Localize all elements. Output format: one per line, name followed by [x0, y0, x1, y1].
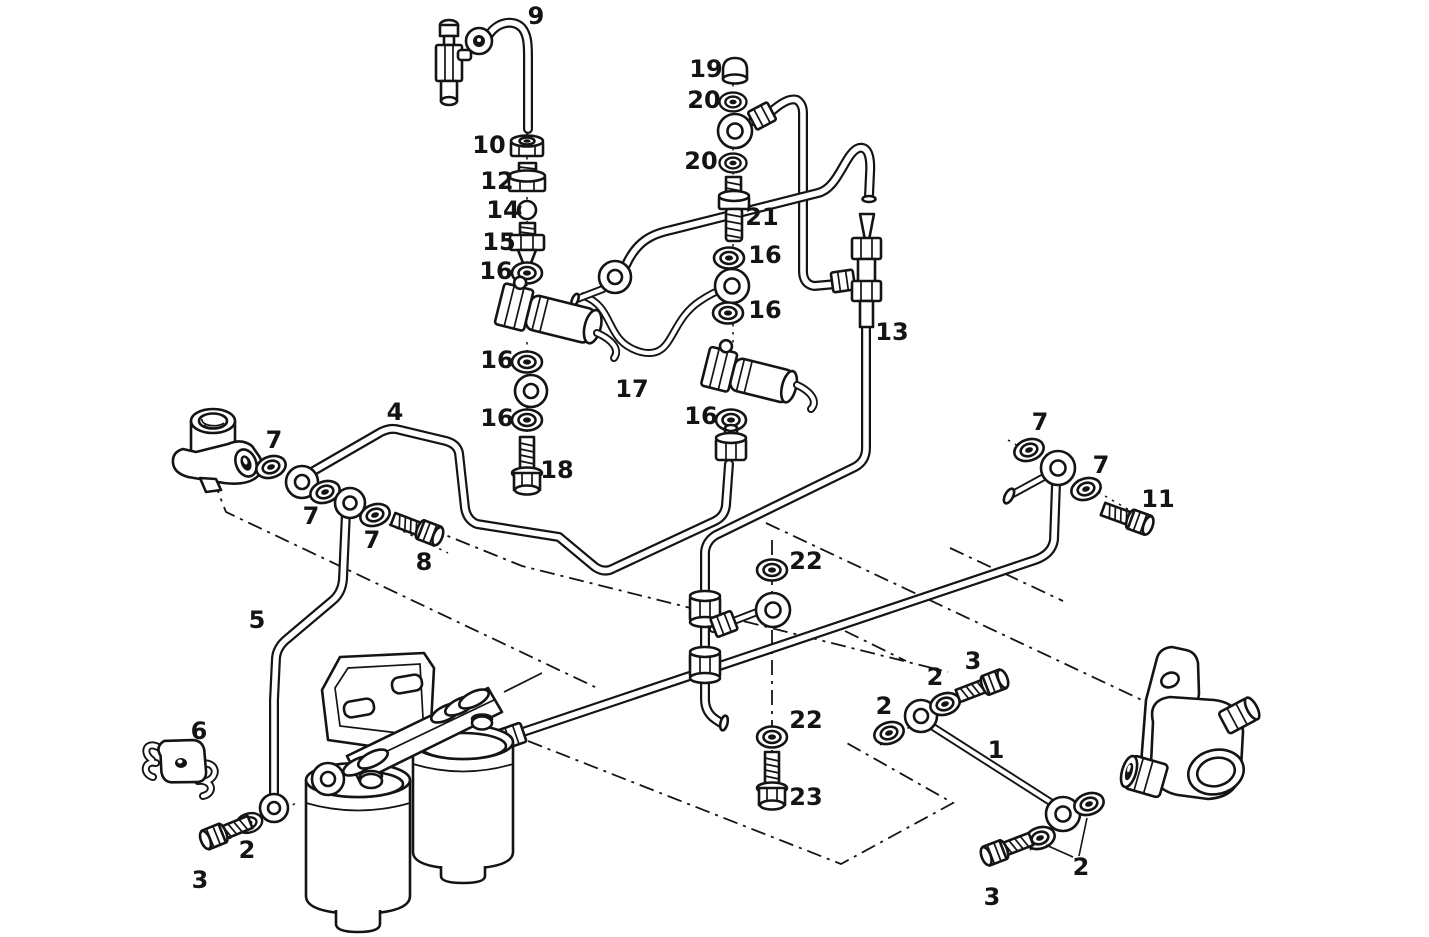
fuel-pipe-5: [274, 512, 346, 794]
callout-22b: 22: [789, 706, 822, 734]
overflow-valve-1: [493, 275, 603, 345]
washer-16e: [711, 301, 745, 325]
banjo-bolt-18: [510, 435, 544, 496]
callout-14: 14: [486, 196, 519, 224]
callout-7b: 7: [303, 502, 320, 530]
stud-21: [717, 175, 751, 243]
callout-19: 19: [689, 55, 722, 83]
banjo-bolt-8: [388, 508, 447, 549]
callout-17: 17: [615, 375, 648, 403]
callout-16a: 16: [479, 257, 512, 285]
fitting-15: [508, 221, 546, 265]
callout-16e: 16: [748, 296, 781, 324]
callout-16c: 16: [480, 404, 513, 432]
callout-3b: 3: [965, 647, 982, 675]
washer-20b: [718, 152, 748, 174]
washer-16b: [510, 350, 544, 374]
washer-16c: [510, 408, 544, 432]
hooked-pipe: [626, 148, 877, 265]
callout-7d: 7: [1032, 408, 1049, 436]
filter-head-bolt-a2: [358, 772, 384, 790]
callout-16f: 16: [684, 402, 717, 430]
callout-1: 1: [988, 736, 1005, 764]
callout-12: 12: [480, 167, 513, 195]
callout-8: 8: [416, 548, 433, 576]
callout-10: 10: [472, 131, 505, 159]
washer-20a: [718, 91, 748, 113]
banjo-eye-13: [716, 112, 754, 150]
callout-7e: 7: [1093, 451, 1110, 479]
washer-16d: [712, 246, 746, 270]
callout-11: 11: [1141, 485, 1174, 513]
flex-hose-17: [584, 289, 723, 353]
callout-13: 13: [875, 318, 908, 346]
callout-7c: 7: [364, 526, 381, 554]
valve2-tail-hose: [797, 385, 814, 409]
bleed-pipe-9: [487, 23, 528, 129]
washer-22b: [755, 725, 789, 749]
callout-6: 6: [191, 717, 208, 745]
callout-16d: 16: [748, 241, 781, 269]
callout-20b: 20: [684, 147, 717, 175]
callout-labels: 9 10 12 14 15 16 16 16 18 17 19 20 20 21…: [191, 2, 1175, 911]
callout-2a: 2: [239, 836, 256, 864]
washer-22a: [755, 558, 789, 582]
callout-18: 18: [540, 456, 573, 484]
callout-3a: 3: [192, 866, 209, 894]
filter-head-bolt-b2: [470, 715, 494, 731]
callout-2c: 2: [927, 663, 944, 691]
callout-2b: 2: [876, 692, 893, 720]
pipe-clamp-6: [141, 738, 219, 800]
callout-3c: 3: [984, 883, 1001, 911]
bleeder-valve: [434, 18, 494, 107]
callout-4: 4: [387, 398, 404, 426]
fitting-12: [507, 161, 547, 193]
filter-head-banjo: [310, 761, 346, 797]
pipe13-union-nut-lower: [688, 645, 722, 685]
banjo-bolt-23: [755, 750, 789, 811]
bolt-3b: [953, 666, 1012, 707]
banjo-eye-pipe5: [333, 486, 367, 520]
ball-14: [516, 199, 538, 221]
washer-2b: [870, 717, 908, 749]
callout-2d: 2: [1073, 853, 1090, 881]
banjo-eye-17: [713, 267, 751, 305]
bolt-3c: [977, 828, 1036, 869]
banjo-eye-18: [513, 373, 549, 409]
callout-20a: 20: [687, 86, 720, 114]
filter-inlet-eye: [258, 792, 290, 824]
leader-lines: [1045, 817, 1088, 858]
fuel-filter-assembly: [304, 651, 543, 934]
callout-9: 9: [528, 2, 545, 30]
hand-primer-valve: [1119, 645, 1261, 801]
overflow-valve-2: [700, 338, 799, 404]
pipe4-union-nut: [714, 423, 748, 462]
nut-10: [509, 134, 545, 158]
pump-head: [171, 407, 264, 494]
filter-crossbar: [341, 672, 543, 784]
banjo-eye-hook-pipe: [597, 259, 633, 295]
callout-7a: 7: [266, 426, 283, 454]
cap-19: [721, 56, 749, 85]
callout-16b: 16: [480, 346, 513, 374]
banjo-eye-return: [1039, 449, 1077, 487]
link-eye-upper: [903, 698, 939, 734]
callout-22a: 22: [789, 547, 822, 575]
eye-stub-right: [1002, 477, 1044, 505]
fuel-pipe-13-lower: [705, 326, 866, 732]
banjo-eye-22: [754, 591, 792, 629]
washer-7d: [1010, 434, 1048, 466]
tee-fitting: [850, 212, 883, 329]
banjo-eye-pipe4: [284, 464, 320, 500]
callout-5: 5: [249, 606, 266, 634]
callout-15: 15: [482, 228, 515, 256]
callout-23: 23: [789, 783, 822, 811]
callout-21: 21: [745, 203, 778, 231]
